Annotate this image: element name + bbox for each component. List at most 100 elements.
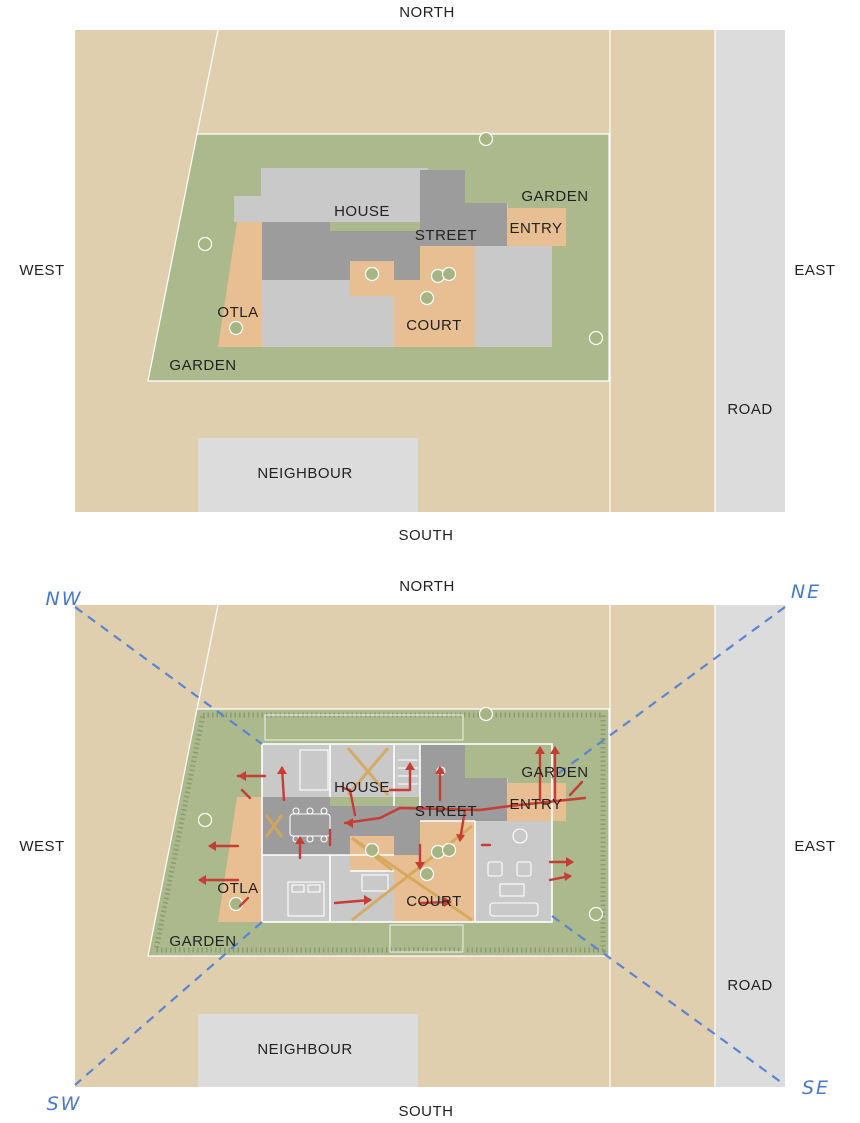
se-corner-label: SE xyxy=(802,1077,830,1099)
chair xyxy=(320,835,328,843)
kitchen-counter xyxy=(299,749,329,791)
neighbour-block xyxy=(198,1014,418,1087)
road xyxy=(715,605,785,1087)
arrow-head xyxy=(198,875,206,885)
ne-corner-label: NE xyxy=(791,581,821,603)
tree-icon xyxy=(364,842,380,858)
garden-ne-label: GARDEN xyxy=(521,764,588,781)
movement-arrow xyxy=(568,780,584,797)
plot-boundary-line xyxy=(196,604,219,710)
cross-mark xyxy=(264,814,284,838)
garden-hatch-border xyxy=(152,712,606,953)
cross-mark xyxy=(351,824,473,922)
neighbour-block xyxy=(198,438,418,512)
wall-outline xyxy=(261,743,553,923)
tree-icon xyxy=(364,266,380,282)
tree-icon xyxy=(197,812,213,828)
sofa xyxy=(489,902,539,917)
armchair xyxy=(516,861,532,877)
tree-icon xyxy=(588,906,604,922)
movement-arrow xyxy=(240,788,252,800)
movement-arrow xyxy=(388,762,412,792)
arrow-head xyxy=(277,766,287,774)
street-dark-block xyxy=(262,170,507,280)
house-label: HOUSE xyxy=(334,203,390,220)
garden-ne-label: GARDEN xyxy=(521,188,588,205)
arrow-head xyxy=(535,746,545,754)
house-label: HOUSE xyxy=(334,779,390,796)
tree-icon xyxy=(441,842,457,858)
otla-label: OTLA xyxy=(217,304,258,321)
entry-label: ENTRY xyxy=(509,220,562,237)
tree-icon xyxy=(588,330,604,346)
tree-icon xyxy=(478,706,494,722)
arrow-head xyxy=(238,771,246,781)
arrow-head xyxy=(456,834,465,842)
road xyxy=(715,30,785,512)
tree-icon xyxy=(419,290,435,306)
tree-icon xyxy=(419,866,435,882)
garden-path xyxy=(264,714,464,741)
chair xyxy=(292,807,300,815)
garden-sw-label: GARDEN xyxy=(169,357,236,374)
nw-corner-label: NW xyxy=(46,588,83,610)
movement-arrow xyxy=(341,786,357,817)
court-label: COURT xyxy=(406,893,462,910)
road-label: ROAD xyxy=(727,401,772,418)
chair xyxy=(320,807,328,815)
east-label: EAST xyxy=(794,262,835,279)
coffee-table xyxy=(499,883,525,897)
movement-arrow xyxy=(343,796,587,825)
arrow-head xyxy=(415,862,425,870)
north-label: NORTH xyxy=(399,578,455,595)
cross-mark xyxy=(346,747,390,796)
street-dark-block xyxy=(262,745,507,855)
neighbour-label: NEIGHBOUR xyxy=(257,1041,352,1058)
round-table xyxy=(512,828,528,844)
movement-arrow xyxy=(238,896,250,908)
arrow-heads xyxy=(198,746,574,907)
street-label: STREET xyxy=(415,803,477,820)
arrow-head xyxy=(345,818,353,828)
west-label: WEST xyxy=(19,262,64,279)
furniture xyxy=(287,749,539,917)
tree-icon xyxy=(197,236,213,252)
sw-corner-label: SW xyxy=(47,1093,82,1115)
pillow xyxy=(291,884,305,893)
movement-arrows xyxy=(198,746,587,908)
arrow-head xyxy=(435,766,445,774)
entry-block xyxy=(507,208,566,246)
chair xyxy=(306,807,314,815)
south-label: SOUTH xyxy=(399,1103,454,1120)
arrow-head xyxy=(295,836,305,844)
arrow-head xyxy=(564,872,572,881)
south-label: SOUTH xyxy=(399,527,454,544)
neighbour-label: NEIGHBOUR xyxy=(257,465,352,482)
entry-label: ENTRY xyxy=(509,796,562,813)
arrow-head xyxy=(208,841,216,851)
street-label: STREET xyxy=(415,227,477,244)
garden-sw-label: GARDEN xyxy=(169,933,236,950)
otla-block xyxy=(218,797,262,922)
tree-icon xyxy=(441,266,457,282)
arrow-head xyxy=(566,857,574,867)
arrow-head xyxy=(550,746,560,754)
road-label: ROAD xyxy=(727,977,772,994)
armchair xyxy=(487,861,503,877)
otla-label: OTLA xyxy=(217,880,258,897)
arrow-head xyxy=(405,762,415,770)
otla-block xyxy=(218,222,262,347)
ne-sw-diagonal xyxy=(551,606,786,779)
east-label: EAST xyxy=(794,838,835,855)
pillow xyxy=(307,884,321,893)
bottom-site-plan: NORTH SOUTH WEST EAST NW NE SW SE HOUSE … xyxy=(19,578,835,1120)
tree-icon xyxy=(228,320,244,336)
chair xyxy=(306,835,314,843)
bed xyxy=(287,881,325,917)
east-room-block xyxy=(475,246,552,347)
west-label: WEST xyxy=(19,838,64,855)
bathroom-fixture xyxy=(361,874,389,892)
diagonal-lines xyxy=(74,606,786,1086)
arrow-head xyxy=(444,897,452,907)
